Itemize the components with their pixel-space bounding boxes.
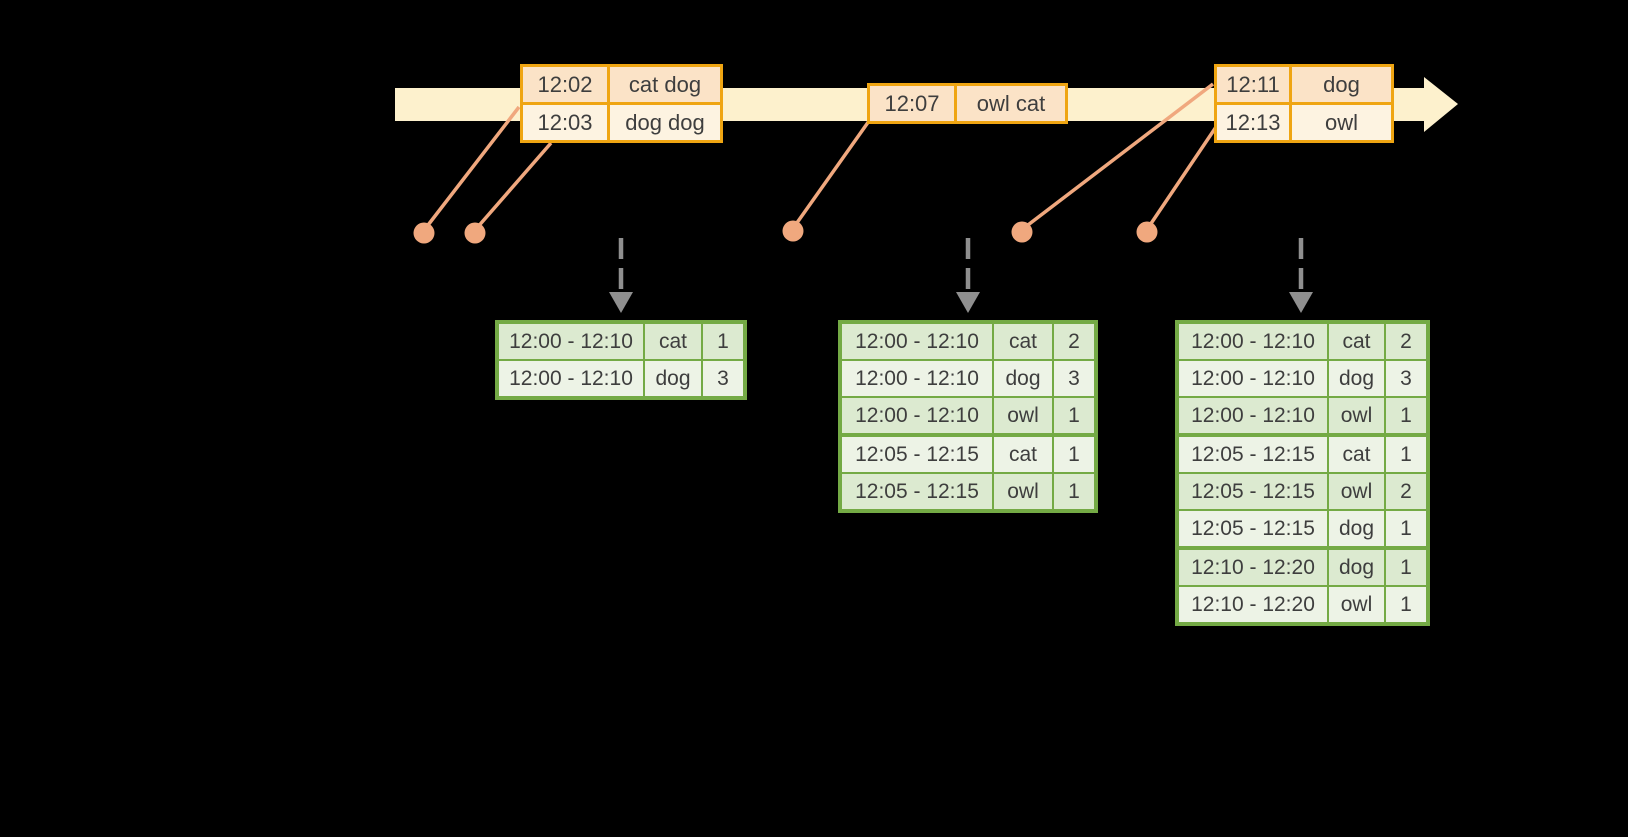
window-cell: 12:10 - 12:20 — [1179, 587, 1327, 622]
event-row: 12:07 owl cat — [870, 86, 1065, 121]
result-row: 12:05 - 12:15 owl 2 — [1179, 474, 1426, 509]
result-row: 12:00 - 12:10 owl 1 — [842, 398, 1094, 433]
word-cell: owl — [1329, 398, 1384, 433]
count-cell: 3 — [703, 361, 743, 396]
word-cell: cat — [994, 324, 1052, 359]
window-cell: 12:10 - 12:20 — [1179, 550, 1327, 585]
result-table-1: 12:00 - 12:10 cat 1 12:00 - 12:10 dog 3 — [495, 320, 747, 400]
event-time-cell: 12:02 — [523, 67, 607, 102]
word-cell: cat — [1329, 437, 1384, 472]
event-row: 12:13 owl — [1217, 105, 1391, 140]
event-table-2: 12:07 owl cat — [867, 83, 1068, 124]
trigger-arrowhead-icon — [956, 292, 980, 313]
window-cell: 12:00 - 12:10 — [1179, 398, 1327, 433]
count-cell: 1 — [1386, 587, 1426, 622]
trigger-arrowheads — [609, 292, 1313, 313]
window-cell: 12:05 - 12:15 — [1179, 437, 1327, 472]
count-cell: 1 — [1386, 511, 1426, 546]
event-connector-line — [474, 141, 553, 231]
window-cell: 12:05 - 12:15 — [1179, 474, 1327, 509]
event-connector-line — [423, 105, 521, 231]
timeline-arrowhead-icon — [1424, 77, 1458, 132]
event-row: 12:02 cat dog — [523, 67, 720, 102]
event-time-dot — [464, 222, 486, 244]
count-cell: 3 — [1386, 361, 1426, 396]
word-cell: owl — [1329, 474, 1384, 509]
event-connector-lines — [423, 82, 1218, 231]
event-time-dot — [413, 222, 435, 244]
result-row: 12:05 - 12:15 dog 1 — [1179, 511, 1426, 546]
result-row: 12:10 - 12:20 owl 1 — [1179, 587, 1426, 622]
count-cell: 1 — [1054, 474, 1094, 509]
trigger-arrowhead-icon — [609, 292, 633, 313]
window-cell: 12:00 - 12:10 — [1179, 361, 1327, 396]
event-words-cell: cat dog — [610, 67, 720, 102]
window-cell: 12:00 - 12:10 — [1179, 324, 1327, 359]
event-words-cell: dog dog — [610, 105, 720, 140]
window-cell: 12:00 - 12:10 — [842, 324, 992, 359]
event-words-cell: owl — [1292, 105, 1391, 140]
window-cell: 12:05 - 12:15 — [842, 437, 992, 472]
count-cell: 1 — [1386, 437, 1426, 472]
event-row: 12:03 dog dog — [523, 105, 720, 140]
window-cell: 12:05 - 12:15 — [842, 474, 992, 509]
event-connector-line — [792, 119, 871, 229]
result-table-2: 12:00 - 12:10 cat 2 12:00 - 12:10 dog 3 … — [838, 320, 1098, 513]
event-time-dots — [413, 220, 1158, 244]
word-cell: dog — [1329, 511, 1384, 546]
count-cell: 2 — [1386, 324, 1426, 359]
event-time-cell: 12:11 — [1217, 67, 1289, 102]
window-cell: 12:00 - 12:10 — [499, 324, 643, 359]
window-cell: 12:00 - 12:10 — [842, 361, 992, 396]
word-cell: cat — [645, 324, 701, 359]
count-cell: 2 — [1054, 324, 1094, 359]
event-row: 12:11 dog — [1217, 67, 1391, 102]
count-cell: 1 — [1054, 437, 1094, 472]
event-connector-line — [1146, 126, 1218, 229]
event-time-cell: 12:03 — [523, 105, 607, 140]
result-row: 12:00 - 12:10 dog 3 — [1179, 361, 1426, 396]
result-row: 12:05 - 12:15 cat 1 — [842, 437, 1094, 472]
trigger-arrowhead-icon — [1289, 292, 1313, 313]
word-cell: dog — [1329, 361, 1384, 396]
word-cell: cat — [994, 437, 1052, 472]
result-row: 12:00 - 12:10 cat 1 — [499, 324, 743, 359]
event-time-cell: 12:13 — [1217, 105, 1289, 140]
result-row: 12:05 - 12:15 owl 1 — [842, 474, 1094, 509]
event-table-1: 12:02 cat dog 12:03 dog dog — [520, 64, 723, 143]
word-cell: cat — [1329, 324, 1384, 359]
result-table-3: 12:00 - 12:10 cat 2 12:00 - 12:10 dog 3 … — [1175, 320, 1430, 626]
count-cell: 2 — [1386, 474, 1426, 509]
word-cell: dog — [1329, 550, 1384, 585]
event-time-dot — [782, 220, 804, 242]
count-cell: 3 — [1054, 361, 1094, 396]
event-connector-line — [1022, 82, 1215, 230]
word-cell: owl — [994, 398, 1052, 433]
result-row: 12:05 - 12:15 cat 1 — [1179, 437, 1426, 472]
word-cell: owl — [994, 474, 1052, 509]
word-cell: dog — [645, 361, 701, 396]
event-table-3: 12:11 dog 12:13 owl — [1214, 64, 1394, 143]
result-row: 12:10 - 12:20 dog 1 — [1179, 550, 1426, 585]
trigger-dashed-lines — [618, 238, 1304, 290]
result-row: 12:00 - 12:10 owl 1 — [1179, 398, 1426, 433]
event-words-cell: dog — [1292, 67, 1391, 102]
word-cell: dog — [994, 361, 1052, 396]
count-cell: 1 — [1054, 398, 1094, 433]
count-cell: 1 — [703, 324, 743, 359]
result-row: 12:00 - 12:10 dog 3 — [499, 361, 743, 396]
window-cell: 12:00 - 12:10 — [499, 361, 643, 396]
count-cell: 1 — [1386, 550, 1426, 585]
window-cell: 12:05 - 12:15 — [1179, 511, 1327, 546]
event-time-dot — [1136, 221, 1158, 243]
count-cell: 1 — [1386, 398, 1426, 433]
event-time-dot — [1011, 221, 1033, 243]
window-cell: 12:00 - 12:10 — [842, 398, 992, 433]
word-cell: owl — [1329, 587, 1384, 622]
result-row: 12:00 - 12:10 cat 2 — [1179, 324, 1426, 359]
event-words-cell: owl cat — [957, 86, 1065, 121]
event-time-cell: 12:07 — [870, 86, 954, 121]
result-row: 12:00 - 12:10 cat 2 — [842, 324, 1094, 359]
result-row: 12:00 - 12:10 dog 3 — [842, 361, 1094, 396]
